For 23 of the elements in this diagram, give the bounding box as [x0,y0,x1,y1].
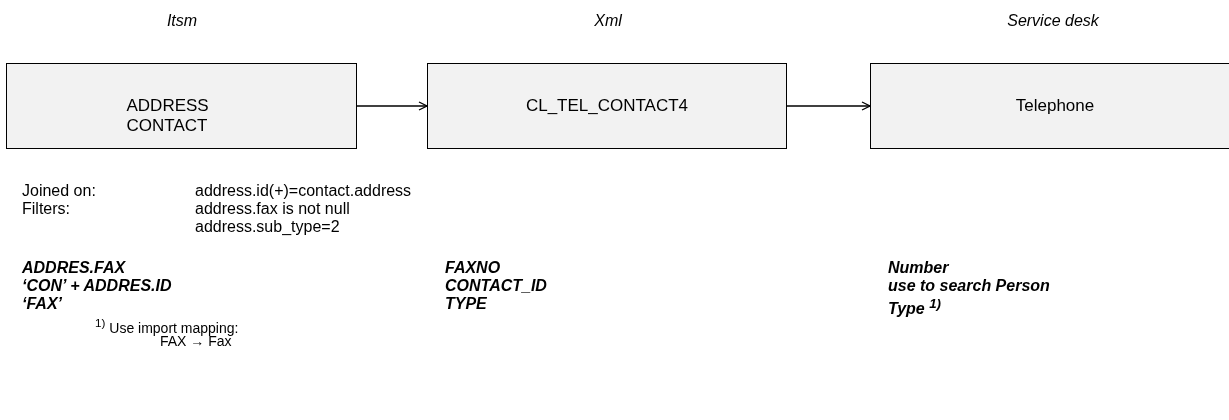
table-box: Telephone [870,63,1229,149]
target-field: use to search Person [888,277,1050,295]
footnote-text: $^{1)}$ Use import mapping: [95,315,239,337]
join-condition: address.id(+)=contact.address [195,182,412,200]
target-field: Number [888,259,949,277]
field-label: Filters: [22,200,70,218]
arrow [786,101,871,111]
table-box: CL_TEL_CONTACT4 [427,63,787,149]
column-heading: Itsm [166,12,198,30]
filter-condition: address.sub_type=2 [195,218,340,236]
source-field: ADDRES.FAX [22,259,126,277]
column-heading: Xml [594,12,622,30]
arrow [356,101,428,111]
target-field: Type $^{1)}$ [888,295,942,319]
field-label: Joined on: [22,182,96,200]
source-field: ‘FAX’ [22,295,62,313]
xml-field: TYPE [445,295,487,313]
filter-condition: address.fax is not null [195,200,350,218]
source-field: ‘CON’ + ADDRES.ID [22,277,172,295]
table-box: ADDRESS CONTACT [6,63,357,149]
xml-field: CONTACT_ID [445,277,547,295]
xml-field: FAXNO [445,259,501,277]
column-heading: Service desk [1007,12,1099,30]
